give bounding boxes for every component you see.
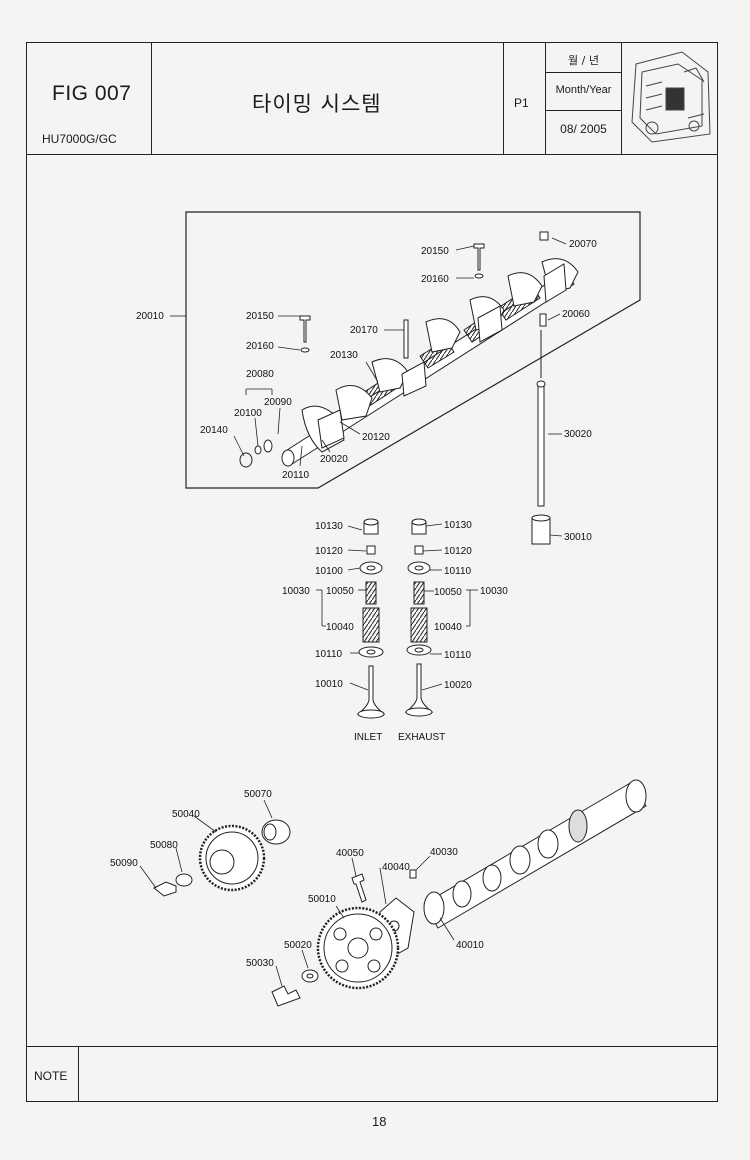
part-label: 50010 (308, 894, 336, 905)
part-label: 20140 (200, 425, 228, 436)
machine-thumbnail (622, 42, 718, 154)
part-label: 30020 (564, 429, 592, 440)
part-label: 10100 (315, 566, 343, 577)
page-number: 18 (372, 1114, 387, 1129)
rocker-assembly-box (185, 211, 641, 489)
month-year-cell: 월 / 년 Month/Year 08/ 2005 (546, 42, 622, 154)
fig-number: FIG 007 (52, 82, 132, 105)
part-label: 20150 (421, 246, 449, 257)
part-label: 50020 (284, 940, 312, 951)
exhaust-label: EXHAUST (398, 732, 445, 743)
part-label: 10120 (444, 546, 472, 557)
part-label: 20080 (246, 369, 274, 380)
part-label: 10050 (326, 586, 354, 597)
part-label: 10120 (315, 546, 343, 557)
fig-cell: FIG 007 HU7000G/GC (26, 42, 152, 154)
camshaft-and-gears (153, 779, 647, 1007)
part-label: 40040 (382, 862, 410, 873)
part-label: 20160 (421, 274, 449, 285)
part-label: 10040 (326, 622, 354, 633)
part-label: 50070 (244, 789, 272, 800)
inlet-valve-parts (356, 518, 386, 719)
header-block: FIG 007 HU7000G/GC 타이밍 시스템 P1 월 / 년 Mont… (26, 42, 718, 155)
part-label: 30010 (564, 532, 592, 543)
part-label: 10010 (315, 679, 343, 690)
part-label: 20070 (569, 239, 597, 250)
part-label: 50090 (110, 858, 138, 869)
part-label: 20110 (282, 470, 310, 481)
part-label: 10030 (282, 586, 310, 597)
part-label: 10110 (315, 649, 343, 660)
part-label: 50080 (150, 840, 178, 851)
part-label: 50030 (246, 958, 274, 969)
part-label: 10040 (434, 622, 462, 633)
note-label: NOTE (34, 1069, 68, 1083)
part-label: 20160 (246, 341, 274, 352)
part-label: 10110 (444, 650, 472, 661)
part-label: 40030 (430, 847, 458, 858)
part-label: 20010 (136, 311, 164, 322)
month-year-kr: 월 / 년 (568, 54, 599, 67)
part-label: 20170 (350, 325, 378, 336)
part-label: 20150 (246, 311, 274, 322)
note-divider (78, 1047, 79, 1101)
note-row: NOTE (26, 1046, 718, 1102)
part-labels: 20010 20150 20160 20080 20090 20100 2014… (110, 239, 597, 969)
pushrod-and-tappet (531, 380, 551, 545)
inlet-label: INLET (354, 732, 382, 743)
part-label: 10020 (444, 680, 472, 691)
part-label: 20060 (562, 309, 590, 320)
model-code: HU7000G/GC (42, 132, 117, 146)
part-label: 20120 (362, 432, 390, 443)
rocker-shaft-assembly (239, 231, 579, 468)
part-label: 10130 (315, 521, 343, 532)
part-label: 20130 (330, 350, 358, 361)
part-label: 10050 (434, 587, 462, 598)
part-label: 50040 (172, 809, 200, 820)
title-cell: 타이밍 시스템 (152, 42, 504, 154)
revision-date: 08/ 2005 (560, 122, 607, 136)
part-label: 20020 (320, 454, 348, 465)
page-title: 타이밍 시스템 (252, 92, 382, 116)
part-label: 20090 (264, 397, 292, 408)
header-divider (26, 154, 718, 155)
page-frame (26, 42, 718, 1102)
page-code: P1 (514, 96, 529, 110)
part-label: 20100 (234, 408, 262, 419)
part-label: 10130 (444, 520, 472, 531)
month-year-en: Month/Year (555, 84, 612, 96)
page-cell: P1 (504, 42, 546, 154)
exhaust-valve-parts (404, 518, 434, 717)
part-label: 40010 (456, 940, 484, 951)
part-label: 10110 (444, 566, 472, 577)
machine-thumbnail-icon (631, 51, 711, 143)
part-label: 10030 (480, 586, 508, 597)
part-label: 40050 (336, 848, 364, 859)
leader-lines (139, 237, 567, 987)
